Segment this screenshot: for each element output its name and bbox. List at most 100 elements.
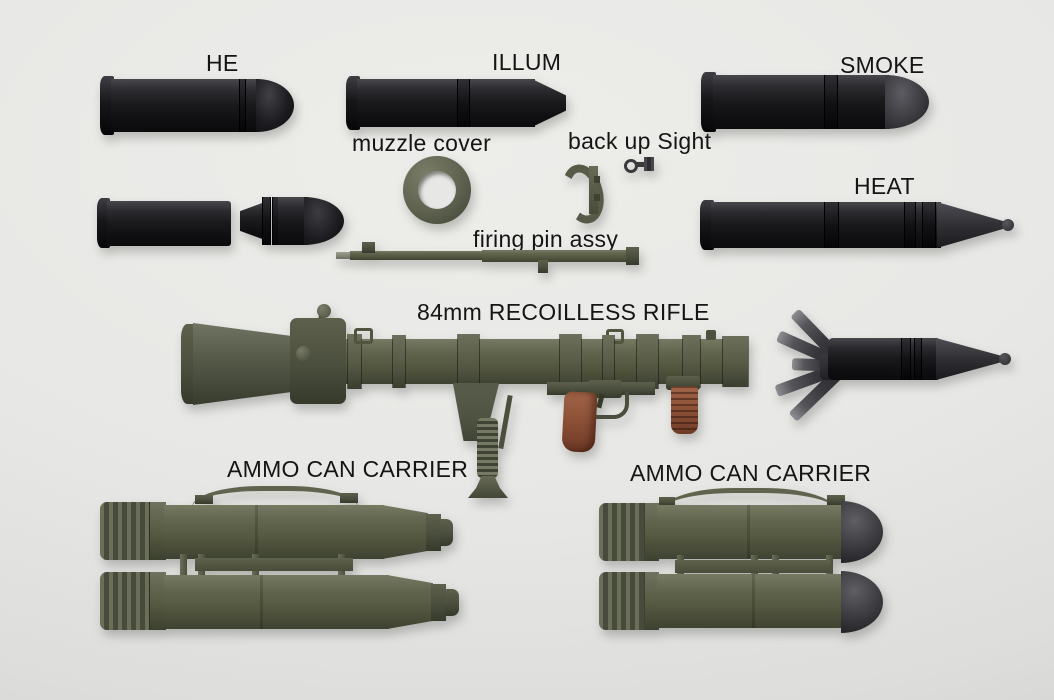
sight-key-bit bbox=[644, 157, 654, 171]
carrier-left-handle bbox=[192, 486, 358, 507]
he-nose bbox=[256, 79, 294, 132]
projectile-nose-cone bbox=[936, 338, 1002, 380]
spare-projectile-band2 bbox=[273, 197, 280, 245]
he-body bbox=[111, 79, 259, 132]
label-muzzle-cover: muzzle cover bbox=[352, 130, 492, 156]
spare-case bbox=[97, 196, 233, 250]
heat-band1 bbox=[825, 202, 838, 248]
label-ammo-left: AMMO CAN CARRIER bbox=[227, 456, 469, 482]
label-heat: HEAT bbox=[854, 173, 915, 199]
illum-band bbox=[458, 79, 469, 127]
rifle-support-strut bbox=[498, 394, 513, 450]
label-ammo-right: AMMO CAN CARRIER bbox=[630, 460, 872, 486]
rifle-band-2 bbox=[393, 335, 405, 388]
rifle-breech-hinge bbox=[296, 346, 311, 361]
carrier-right-bottom-body bbox=[657, 574, 845, 628]
heat-fuze-tip bbox=[1002, 219, 1014, 231]
heat-band2 bbox=[905, 202, 915, 248]
illum-round bbox=[346, 76, 570, 132]
spare-case-body bbox=[107, 201, 231, 246]
label-rifle-title: 84mm RECOILLESS RIFLE bbox=[417, 299, 710, 325]
rifle-monopod-spring bbox=[477, 418, 498, 478]
carrier-right-bottom-dome bbox=[841, 571, 883, 633]
firing-pin-lug-top bbox=[362, 242, 375, 253]
label-he: HE bbox=[206, 50, 239, 76]
rifle-band-4 bbox=[560, 334, 581, 389]
carrier-left-bottom-step1 bbox=[431, 584, 446, 621]
backup-sight-clamp bbox=[556, 160, 610, 228]
firing-pin-tip bbox=[336, 252, 354, 259]
smoke-round bbox=[701, 70, 933, 134]
label-firing-pin: firing pin assy bbox=[473, 226, 619, 252]
rifle-band-6 bbox=[637, 334, 658, 389]
rifle-breech-block bbox=[290, 318, 346, 404]
rifle-band-5 bbox=[603, 335, 614, 388]
rifle-cocking-lever-knob bbox=[317, 304, 331, 318]
carrier-left-top-step1 bbox=[426, 514, 441, 551]
rifle-band-3 bbox=[458, 334, 479, 389]
carrier-left-bottom-step2 bbox=[445, 589, 459, 616]
carrier-left-handle-tab2 bbox=[340, 493, 358, 503]
projectile-body bbox=[828, 338, 938, 380]
carrier-right-handle bbox=[663, 488, 835, 510]
backup-sight-rail bbox=[589, 166, 598, 214]
carrier-left-bottom-cap bbox=[100, 572, 152, 630]
carrier-left-top-collar bbox=[150, 502, 166, 560]
muzzle-cover-hole bbox=[418, 171, 456, 209]
rifle-band-7 bbox=[683, 335, 700, 388]
rifle-muzzle-collar bbox=[723, 336, 748, 387]
spare-projectile-band1 bbox=[263, 197, 270, 245]
muzzle-cover-ring bbox=[403, 156, 471, 224]
firing-pin-shaft-thin bbox=[350, 251, 484, 260]
he-band bbox=[240, 79, 245, 132]
backup-sight-tab1 bbox=[594, 176, 600, 183]
illum-nose-cone bbox=[532, 79, 566, 127]
carrier-right-top-body bbox=[657, 505, 845, 559]
rifle-front-grip bbox=[671, 386, 698, 434]
backup-sight-tab2 bbox=[594, 194, 600, 201]
carrier-left-top-taper bbox=[382, 505, 428, 559]
carrier-right-rail bbox=[675, 560, 831, 573]
smoke-rim bbox=[701, 72, 716, 132]
illum-body bbox=[357, 79, 535, 127]
sight-key-part bbox=[624, 155, 656, 173]
carrier-left-post1 bbox=[180, 554, 187, 579]
he-round bbox=[98, 74, 294, 138]
rifle-sling-loop-front bbox=[354, 328, 373, 344]
carrier-left-top-cap bbox=[100, 502, 152, 560]
label-backup-sight: back up Sight bbox=[568, 128, 712, 154]
backup-sight-part bbox=[556, 160, 610, 228]
carrier-left-top-seam bbox=[255, 505, 258, 559]
smoke-band bbox=[825, 75, 837, 129]
carrier-right-bottom-cap bbox=[599, 572, 647, 630]
rifle-venturi-bell bbox=[193, 323, 305, 405]
label-illum: ILLUM bbox=[492, 49, 562, 75]
projectile-band2 bbox=[915, 338, 921, 380]
heat-band3 bbox=[923, 202, 935, 248]
rifle-band-1 bbox=[348, 334, 361, 389]
carrier-left-top-body bbox=[164, 505, 384, 559]
carrier-left-bottom-seam bbox=[260, 575, 263, 629]
he-rim bbox=[100, 76, 114, 135]
projectile-band1 bbox=[902, 338, 910, 380]
carrier-right-handle-tab1 bbox=[659, 497, 675, 506]
heat-nose-cone bbox=[937, 202, 1005, 248]
spare-projectile bbox=[240, 196, 344, 246]
carrier-right-handle-tab2 bbox=[827, 495, 845, 505]
carrier-right-top-dome bbox=[841, 501, 883, 563]
label-smoke: SMOKE bbox=[840, 52, 925, 78]
rifle-venturi-rim bbox=[181, 324, 196, 404]
spare-case-rim bbox=[97, 198, 110, 248]
rifle-muzzle-nub bbox=[706, 330, 716, 340]
projectile-fuze-tip bbox=[999, 353, 1011, 365]
carrier-right-bottom-seam bbox=[752, 574, 755, 628]
firing-pin-rod bbox=[336, 240, 640, 274]
carrier-left-bottom-collar bbox=[150, 572, 166, 630]
spare-projectile-nose bbox=[304, 197, 344, 245]
smoke-body bbox=[713, 75, 889, 129]
rifle-pistol-grip bbox=[561, 391, 598, 453]
finned-projectile bbox=[760, 298, 1020, 430]
ammo-can-carrier-left bbox=[95, 478, 477, 656]
sight-key-shaft bbox=[635, 162, 645, 167]
